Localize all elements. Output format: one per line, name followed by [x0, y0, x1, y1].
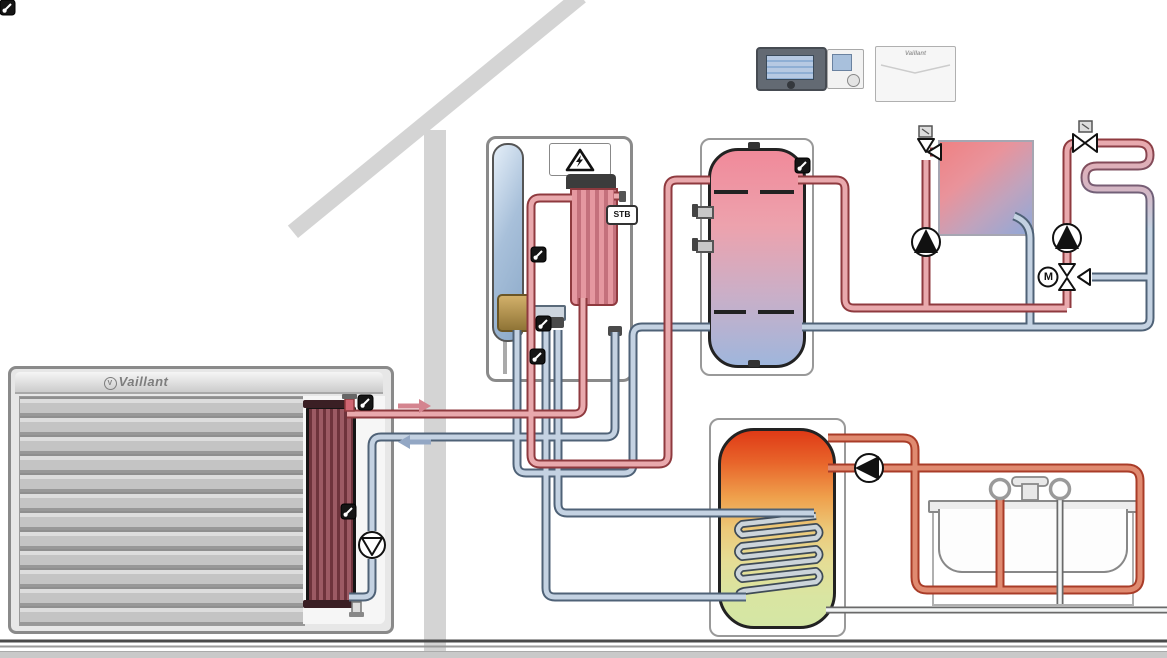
temperature-sensor-icon	[357, 394, 374, 411]
heat-pump-louvre-grille	[19, 396, 305, 626]
controller-display	[766, 55, 814, 80]
system-controller	[756, 47, 827, 91]
heat-exchanger-top-cap	[303, 400, 353, 408]
mixer-motor-icon	[1037, 266, 1059, 288]
heating-return-pipes	[349, 216, 1150, 597]
ground-bar	[0, 651, 1167, 658]
underfloor-valve-icon	[1072, 120, 1098, 153]
cover-flap-line-icon	[880, 64, 951, 74]
mixer-motor-label: M	[1043, 271, 1054, 283]
buffer-bottom-port	[748, 360, 760, 367]
bathtub	[938, 509, 1128, 573]
buffer-baffle	[758, 310, 794, 314]
wiring-center-brand: Vaillant	[904, 51, 927, 57]
heating-flow-pipes	[347, 143, 1150, 464]
underfloor-circuit-pump-icon	[1052, 223, 1082, 253]
hot-tap-icon	[988, 477, 1012, 501]
heat-exchanger-bottom-cap	[303, 600, 353, 608]
heat-pump-internal-pump-icon	[358, 531, 386, 559]
temperature-sensor-icon	[535, 315, 552, 332]
temperature-sensor-icon	[794, 157, 811, 174]
brand-text: Vaillant	[118, 374, 169, 389]
buffer-baffle	[760, 190, 794, 194]
room-control	[827, 49, 864, 89]
backup-heater-cap	[566, 174, 616, 189]
electrical-warning-sign	[549, 143, 611, 176]
high-voltage-warning-icon	[565, 148, 595, 171]
bath-faucet-icon	[1011, 476, 1049, 501]
cold-tap-icon	[1048, 477, 1072, 501]
buffer-stub-cap	[692, 238, 698, 251]
radiator-circuit-pump-icon	[911, 227, 941, 257]
stb-pocket-cap	[619, 191, 626, 202]
pipe-fitting	[608, 326, 622, 336]
expansion-vessel-bracket	[503, 336, 507, 374]
vaillant-emblem-icon: V	[103, 377, 117, 390]
buffer-baffle	[714, 190, 748, 194]
wiring-center: Vaillant	[875, 46, 956, 102]
dhw-circulation-pump-icon	[854, 453, 884, 483]
temperature-sensor-icon	[340, 503, 357, 520]
purge-valve-fitting	[342, 394, 357, 412]
house-wall	[424, 130, 446, 652]
radiator-thermostatic-valve-icon	[917, 125, 942, 161]
room-control-display	[832, 54, 852, 71]
heat-exchanger-drain-fitting	[349, 601, 364, 617]
buffer-baffle	[714, 310, 746, 314]
mixing-valve-icon	[1037, 263, 1091, 291]
room-control-dial	[847, 74, 860, 87]
flow-direction-arrow	[398, 399, 431, 413]
pipe-fitting	[540, 317, 564, 328]
temperature-sensor-icon	[530, 246, 547, 263]
stb-limiter-label: STB	[606, 205, 638, 225]
buffer-top-port	[748, 142, 760, 149]
temperature-sensor-icon	[529, 348, 546, 365]
return-direction-arrow	[398, 435, 431, 449]
controller-dial	[787, 81, 795, 89]
buffer-stub-cap	[692, 204, 698, 217]
